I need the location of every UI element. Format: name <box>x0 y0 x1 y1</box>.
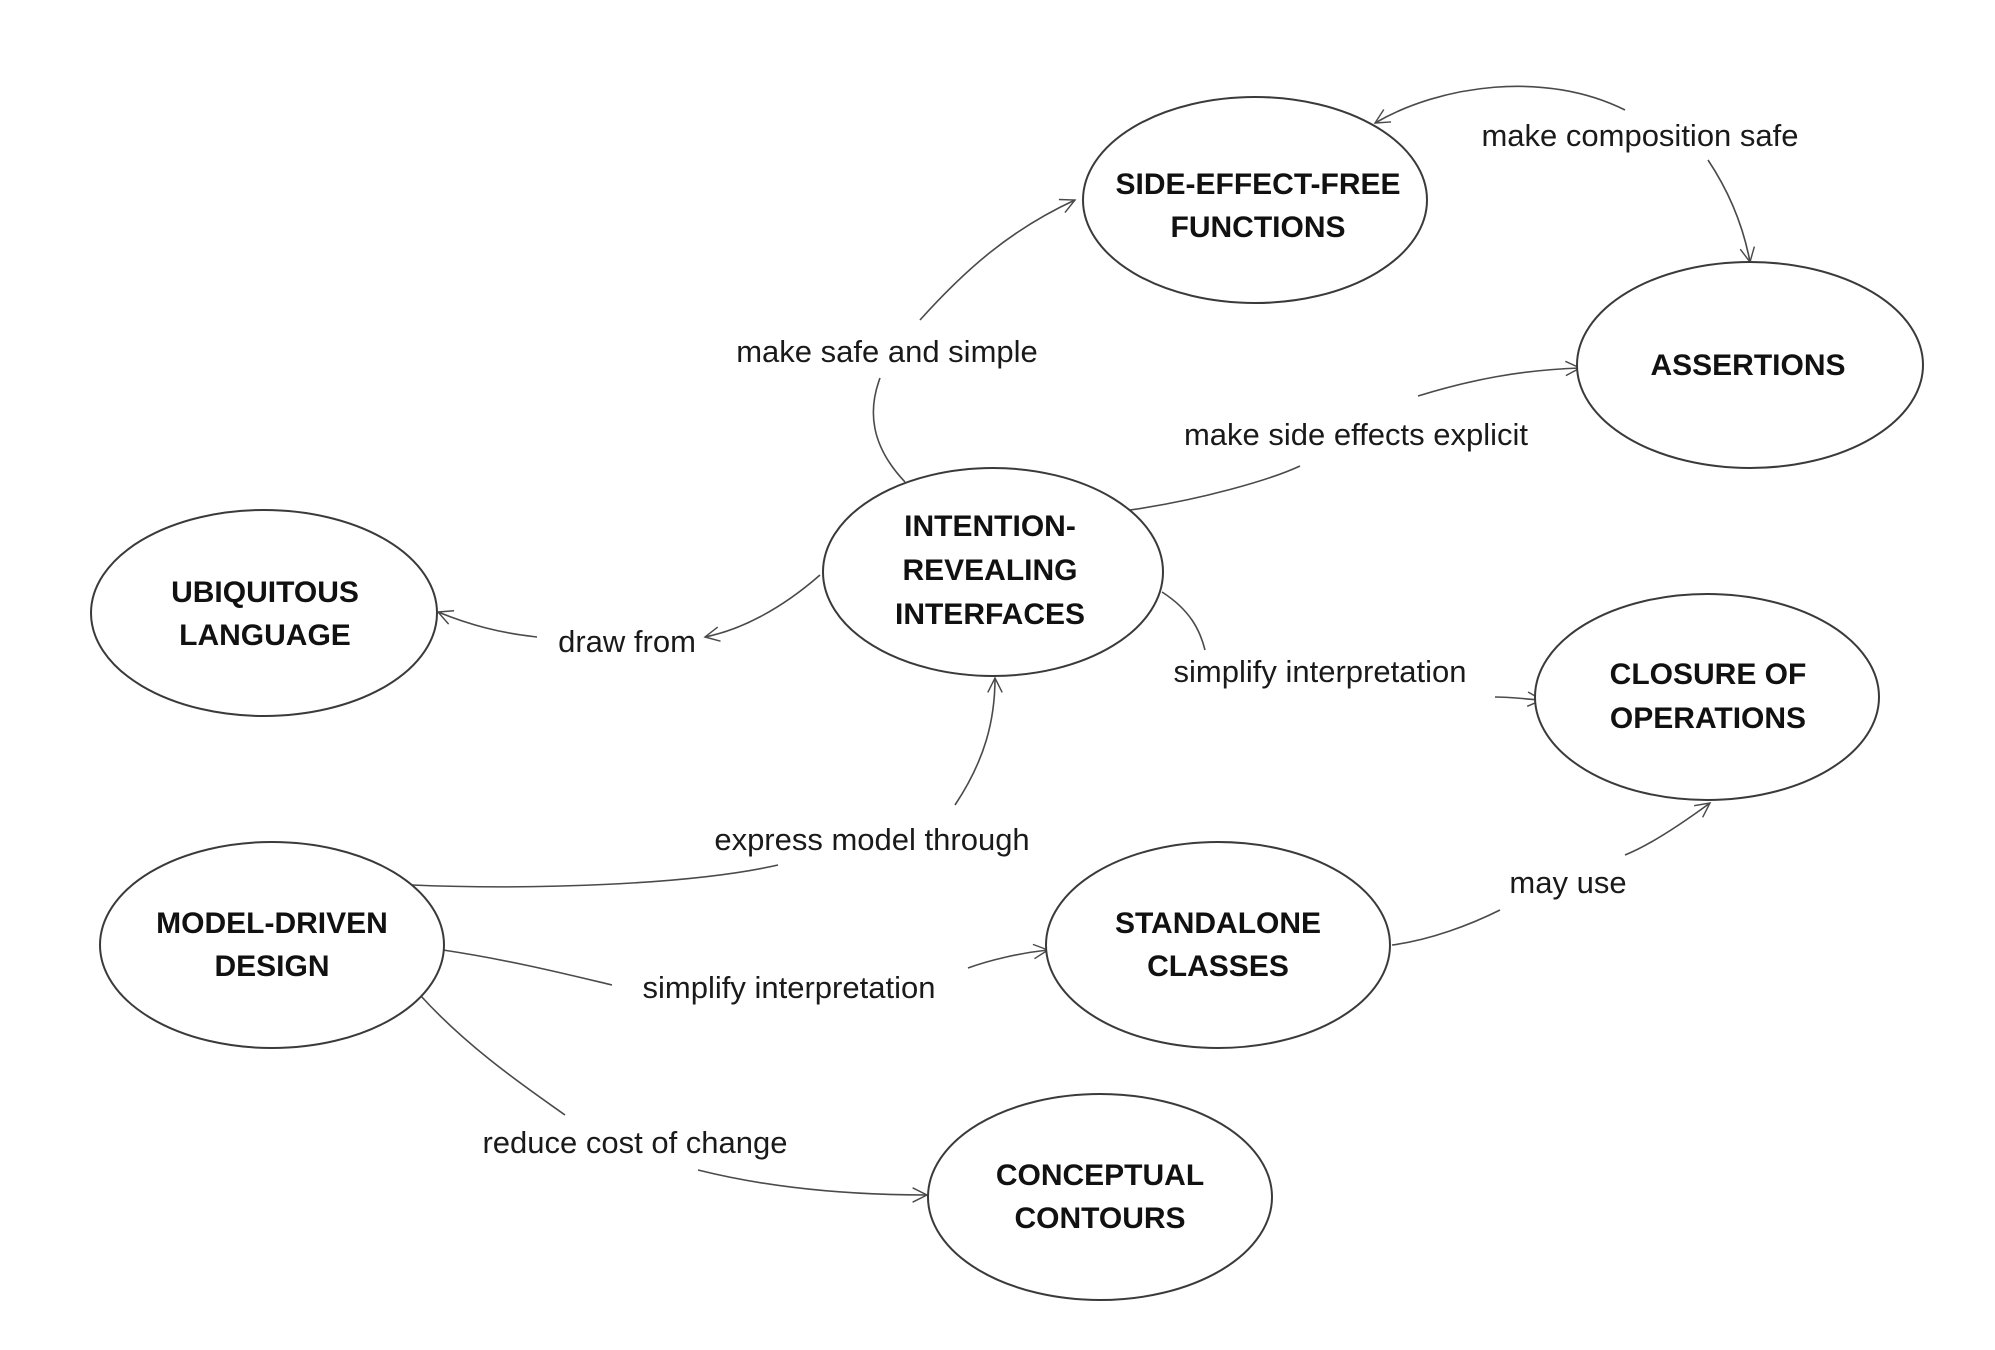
node-ubiquitous-language-line2: LANGUAGE <box>179 619 351 652</box>
edge-make-safe-and-simple <box>919 198 1077 321</box>
label-make-safe-and-simple: make safe and simple <box>736 334 1038 369</box>
node-side-effect-free-line1: SIDE-EFFECT-FREE <box>1115 168 1400 201</box>
node-closure-of-operations-line1: CLOSURE OF <box>1610 658 1807 691</box>
node-ubiquitous-language: UBIQUITOUS LANGUAGE <box>90 509 438 717</box>
node-conceptual-contours-line1: CONCEPTUAL <box>996 1159 1204 1192</box>
label-draw-from: draw from <box>558 624 696 659</box>
label-simplify-interpretation-closure: simplify interpretation <box>1174 654 1467 689</box>
node-side-effect-free-functions: SIDE-EFFECT-FREE FUNCTIONS <box>1082 96 1428 304</box>
edge-make-side-effects-explicit <box>1129 465 1301 511</box>
edge-simplify-interpretation-standalone <box>442 949 613 986</box>
node-intention-revealing-interfaces: INTENTION- REVEALING INTERFACES <box>822 467 1164 677</box>
node-intention-revealing-line1: INTENTION- <box>904 510 1076 543</box>
node-conceptual-contours: CONCEPTUAL CONTOURS <box>927 1093 1273 1301</box>
node-model-driven-design: MODEL-DRIVEN DESIGN <box>99 841 445 1049</box>
edge-express-model-through <box>954 676 1003 806</box>
label-may-use: may use <box>1509 865 1626 900</box>
label-reduce-cost-of-change: reduce cost of change <box>482 1125 787 1160</box>
node-intention-revealing-line2: REVEALING <box>902 554 1077 587</box>
node-conceptual-contours-line2: CONTOURS <box>1014 1202 1185 1235</box>
node-model-driven-design-line1: MODEL-DRIVEN <box>156 907 388 940</box>
node-side-effect-free-line2: FUNCTIONS <box>1171 211 1346 244</box>
node-model-driven-design-line2: DESIGN <box>214 950 329 983</box>
edge-reduce-cost-of-change <box>419 994 566 1116</box>
edge-may-use <box>1391 909 1501 946</box>
node-closure-of-operations: CLOSURE OF OPERATIONS <box>1534 593 1880 801</box>
label-express-model-through: express model through <box>714 822 1029 857</box>
node-standalone-classes-line2: CLASSES <box>1147 950 1289 983</box>
label-make-composition-safe: make composition safe <box>1481 118 1798 153</box>
node-standalone-classes: STANDALONE CLASSES <box>1045 841 1391 1049</box>
node-assertions: ASSERTIONS <box>1576 261 1924 469</box>
edge-simplify-interpretation-standalone-right <box>967 943 1050 969</box>
node-standalone-classes-line1: STANDALONE <box>1115 907 1321 940</box>
edge-draw-from <box>703 574 821 642</box>
label-make-side-effects-explicit: make side effects explicit <box>1184 417 1528 452</box>
node-assertions-label: ASSERTIONS <box>1650 349 1845 382</box>
edge-reduce-cost-of-change-lower <box>697 1169 929 1203</box>
edge-simplify-interpretation-closure <box>1161 591 1206 651</box>
edge-make-safe-and-simple-lower <box>872 377 906 483</box>
node-ubiquitous-language-line1: UBIQUITOUS <box>171 576 359 609</box>
edge-express-model-through-lower <box>411 864 779 888</box>
edge-make-composition-safe-to-assertions <box>1707 159 1756 264</box>
edge-make-side-effects-explicit-upper <box>1417 360 1582 397</box>
edge-may-use-upper <box>1624 802 1712 856</box>
node-closure-of-operations-line2: OPERATIONS <box>1610 702 1806 735</box>
label-simplify-interpretation-standalone: simplify interpretation <box>643 970 936 1005</box>
edge-draw-from-left <box>436 610 538 638</box>
node-intention-revealing-line3: INTERFACES <box>895 598 1085 631</box>
edge-make-composition-safe <box>1373 85 1626 124</box>
